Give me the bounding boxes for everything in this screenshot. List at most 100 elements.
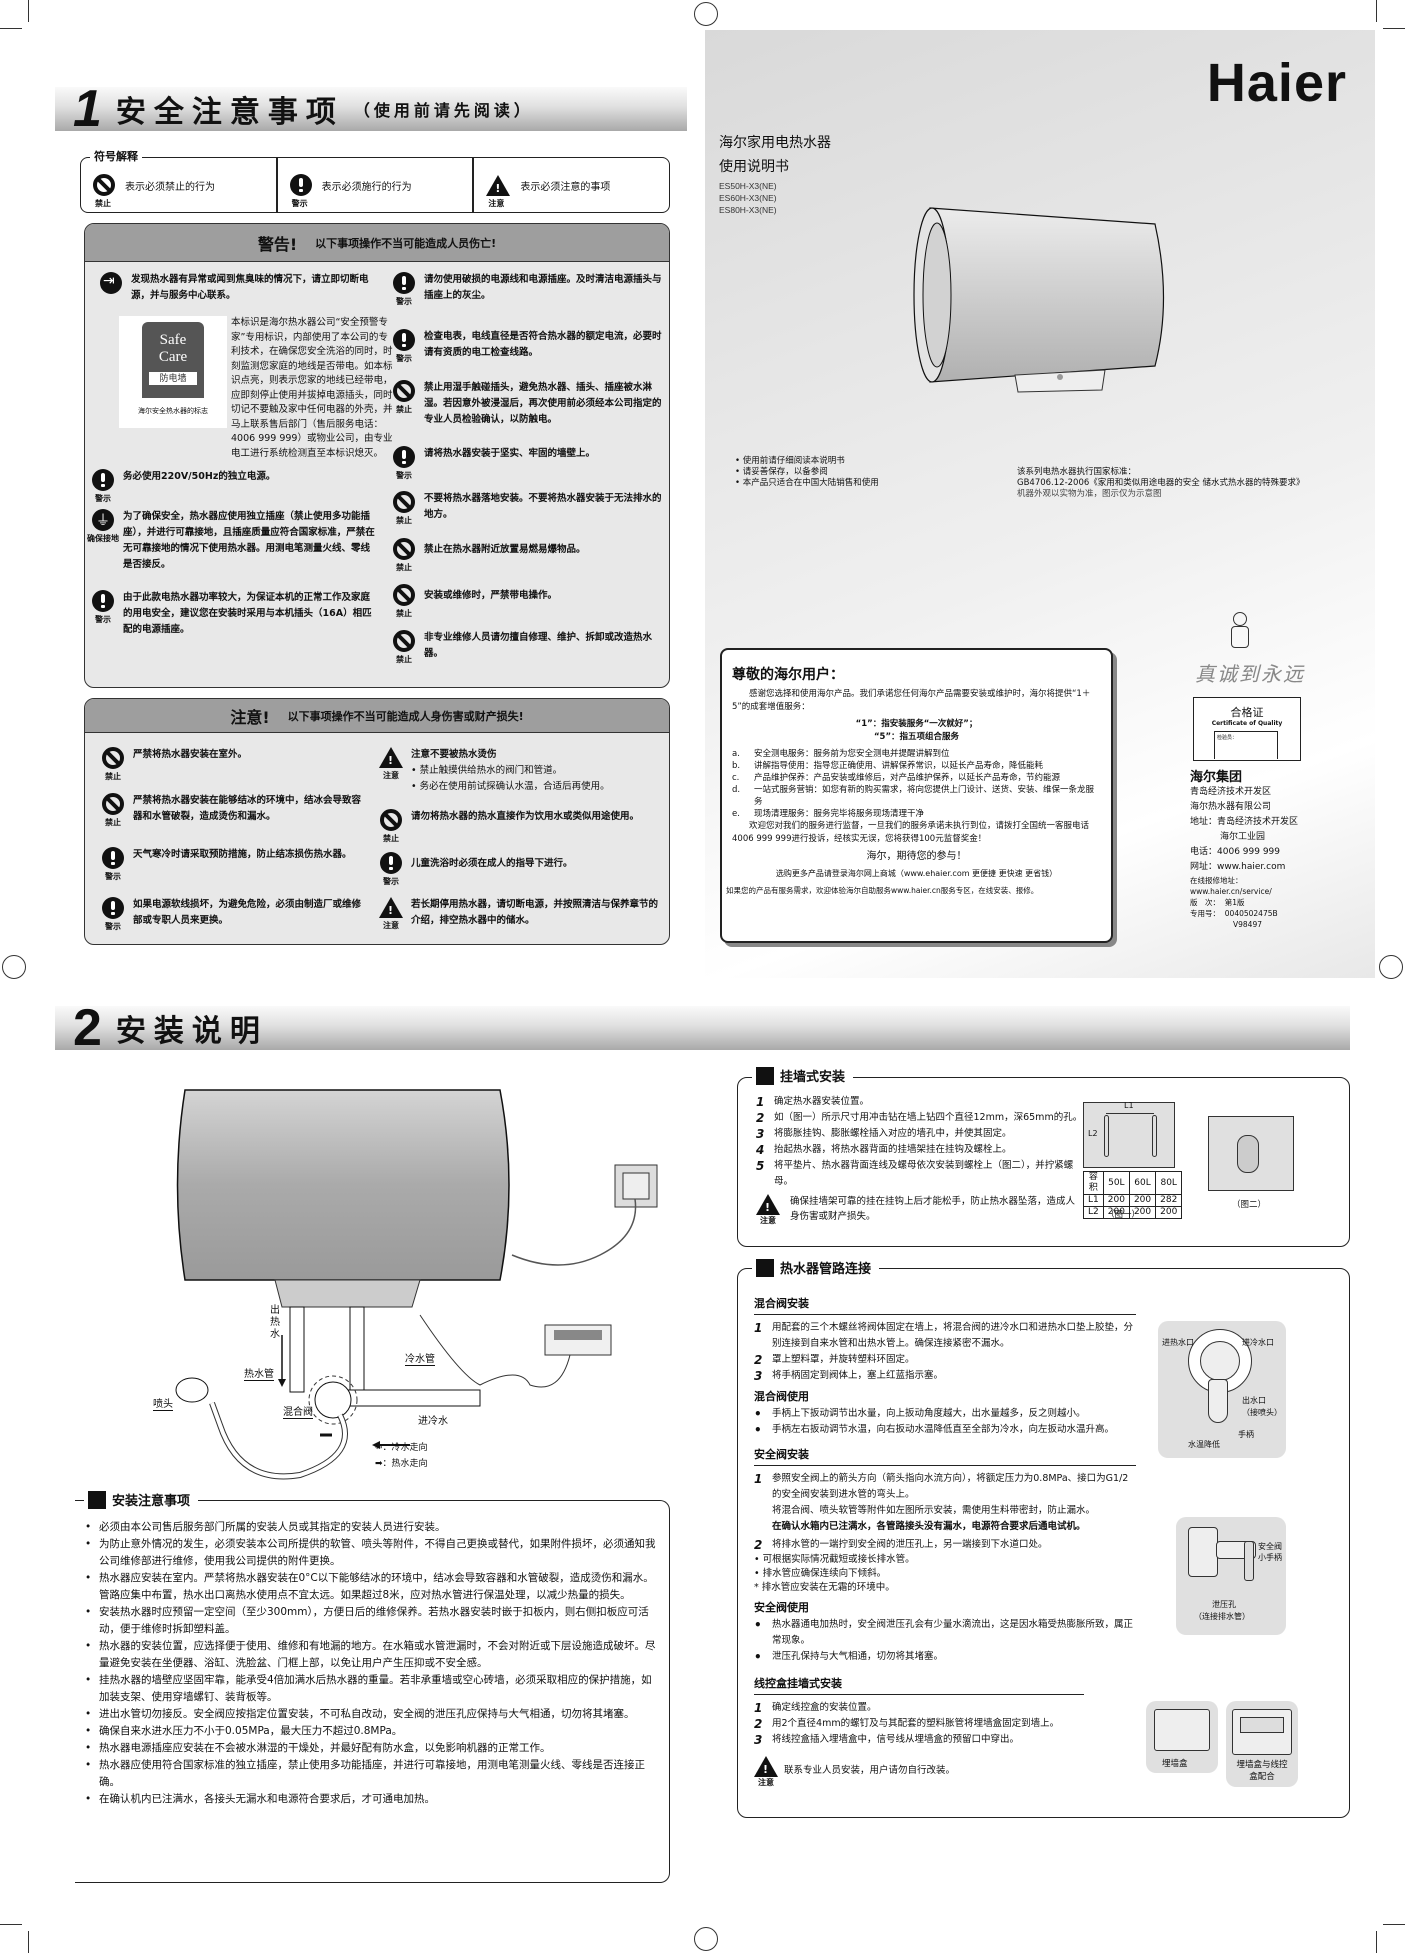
caution-item: 警示 天气寒冷时请采取预防措施，防止结冻损伤热水器。 [97,847,367,882]
cover-notes: • 使用前请仔细阅读本说明书 • 请妥善保存，以备参阅 • 本产品只适合在中国大… [735,456,879,488]
symbol-legend: 表示必须禁止的行为 禁止 表示必须施行的行为 警示 表示必须注意的事项 注意 [80,157,670,213]
install-precautions: •必须由本公司售后服务部门所属的安装人员或其指定的安装人员进行安装。 •为防止意… [75,1500,670,1883]
figure-1-hook-spacing: L1 L2 [1083,1101,1175,1168]
figure-1-caption: （图一） [1106,1210,1141,1220]
mascot-illustration [1225,612,1255,652]
installation-diagram [175,1089,658,1480]
registration-mark [1379,955,1403,979]
caution-item: 注意 注意不要被热水烫伤 • 禁止触摸供给热水的阀门和管道。 • 务必在使用前试… [375,747,665,795]
prohibit-icon [380,809,402,831]
no-disassemble-icon [393,630,415,652]
safety-valve-figure: 安全阀小手柄 泄压孔 （连接排水管） [1176,1517,1286,1635]
crop-mark [1383,28,1405,29]
crop-mark [0,28,22,29]
prohibit-icon [393,538,415,560]
wall-mount-title: 挂墙式安装 [752,1066,854,1085]
legend-warning: 表示必须施行的行为 警示 [278,158,475,212]
caution-item: 警示 儿童洗浴时必须在成人的指导下进行。 [375,852,665,887]
legend-prohibit: 表示必须禁止的行为 禁止 [81,158,278,212]
label-mixer: 混合阀 [283,1403,313,1419]
ground-icon [92,509,114,531]
prohibit-icon [102,747,124,769]
section-title: 安全注意事项 [115,95,344,130]
quality-certificate: 合格证 Certificate of Quality 检验员： [1193,697,1301,761]
repair-link[interactable]: www.haier.cn/service/ [1190,887,1272,896]
national-standard: 该系列电热水器执行国家标准： GB4706.12-2006《家用和类似用途电器的… [1017,467,1305,499]
warning-exclamation-icon [92,469,114,491]
legend-title: 符号解释 [90,148,142,164]
caution-triangle-icon [379,747,403,768]
cold-flow-arrow-icon: ⇦ [375,1443,383,1453]
warning-item: 禁止 禁止用湿手触碰插头，避免热水器、插头、插座被水淋湿。若因意外被浸湿后，再次… [388,380,663,428]
model-list: ES50H-X3(NE) ES60H-X3(NE) ES80H-X3(NE) [719,181,777,215]
warning-exclamation-icon [102,897,124,919]
warning-exclamation-icon [102,847,124,869]
caution-panel-header: 注意! 以下事项操作不当可能造成人身伤害或财产损失! [85,699,669,733]
section2-banner: 2 安装说明 [55,1002,1350,1054]
warning-exclamation-icon [380,852,402,874]
install-precautions-title: 安装注意事项 [84,1490,199,1509]
caution-triangle-icon [756,1194,780,1215]
warning-exclamation-icon [393,329,415,351]
no-wet-hands-icon [393,380,415,402]
crop-mark [28,0,29,22]
crop-mark [1376,1931,1377,1953]
motto: 真诚到永远 [1195,662,1305,686]
crop-mark [28,1931,29,1953]
warning-item: 警示 检查电表，电线直径是否符合热水器的额定电流，必要时请有资质的电工检查线路。 [388,329,663,364]
safecare-description: 本标识是海尔热水器公司“安全预警专家”专用标识，内部使用了本公司的专利技术，在确… [231,317,393,459]
caution-triangle-icon [486,174,511,196]
section-title: 安装说明 [115,1014,268,1049]
section-subtitle: （使用前请先阅读） [353,101,534,120]
figure-2-bolt [1208,1116,1294,1191]
prohibit-icon [93,174,115,196]
caution-triangle-icon [379,897,403,918]
product-title: 海尔家用电热水器 [719,135,831,151]
manual-title: 使用说明书 [719,159,789,175]
hot-flow-arrow-icon: ➡ [375,1459,383,1469]
warning-item: 禁止 不要将热水器落地安装。不要将热水器安装于无法排水的地方。 [388,491,663,526]
warning-exclamation-icon [393,446,415,468]
crop-mark [1383,1924,1405,1925]
caution-item: 警示 如果电源软线损坏，为避免危险，必须由制造厂或维修部或专职人员来更换。 [97,897,367,932]
service-card: 尊敬的海尔用户： 感谢您选择和使用海尔产品。我们承诺您任何海尔产品需要安装或维护… [720,648,1113,943]
registration-mark [2,955,26,979]
mixer-valve-figure: 进热水口 进冷水口 出水口 （接喷头） 手柄 水温降低 [1158,1321,1286,1458]
wall-box-combo-figure: 埋墙盒与线控盒配合 [1226,1701,1298,1787]
warning-item: 警示 由于此款电热水器功率较大，为保证本机的正常工作及家庭的用电安全，建议您在安… [87,590,377,638]
prohibit-icon [393,584,415,606]
caution-triangle-icon [754,1756,778,1777]
unplug-icon [100,272,122,294]
section-square-icon [756,1066,774,1085]
warning-exclamation-icon [393,272,415,294]
label-cold-pipe: 冷水管 [405,1350,435,1366]
section-square-icon [756,1258,774,1277]
warning-item: 发现热水器有异常或闻到焦臭味的情况下，请立即切断电源，并与服务中心联系。 [95,272,370,304]
warning-item: 确保接地 为了确保安全，热水器应使用独立插座（禁止使用多功能插座），并进行可靠接… [87,509,377,573]
warning-item: 警示 务必使用220V/50Hz的独立电源。 [87,469,377,504]
flow-legend: ⇦：冷水走向 ➡：热水走向 [375,1443,428,1469]
section-number: 1 [73,80,102,138]
warning-item: 禁止 禁止在热水器附近放置易燃易爆物品。 [388,538,663,573]
caution-item: 禁止 严禁将热水器安装在能够结冰的环境中，结冰会导致容器和水管破裂，造成烫伤和漏… [97,793,367,828]
crop-mark [0,1924,22,1925]
label-shower: 喷头 [153,1395,173,1411]
caution-item: 禁止 请勿将热水器的热水直接作为饮用水或类似用途使用。 [375,809,665,844]
section-number: 2 [73,999,102,1057]
warning-exclamation-icon [92,590,114,612]
warning-panel-header: 警告! 以下事项操作不当可能造成人员伤亡! [85,224,669,262]
warning-panel: 警告! 以下事项操作不当可能造成人员伤亡! 发现热水器有异常或闻到焦臭味的情况下… [84,223,670,688]
registration-mark [694,2,718,26]
warning-item: 禁止 非专业维修人员请勿擅自修理、维护、拆卸或改造热水器。 [388,630,663,665]
label-hot-out: 出热水 [270,1305,280,1340]
registration-mark [694,1927,718,1951]
water-heater-illustration [913,207,1165,393]
legend-caution: 表示必须注意的事项 注意 [474,158,669,212]
safecare-logo: Safe Care 防电墙 海尔安全热水器的标志 [119,316,227,428]
prohibit-icon [102,793,124,815]
piping-title: 热水器管路连接 [752,1258,880,1277]
section1-banner: 1 安全注意事项 （使用前请先阅读） [55,83,687,135]
